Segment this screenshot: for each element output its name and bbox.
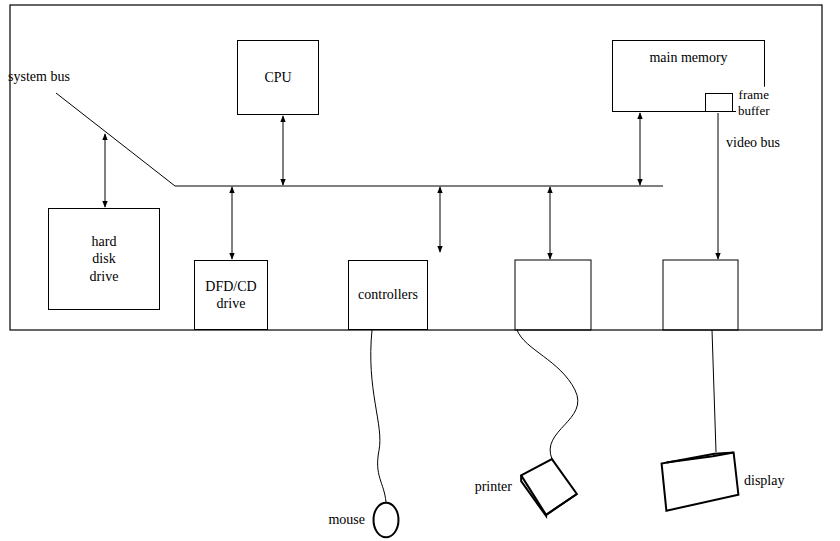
- controller-box: [663, 260, 738, 330]
- cpu-box: CPU: [237, 40, 319, 115]
- controller-box: [515, 260, 591, 330]
- ellipse-outline: [373, 502, 399, 538]
- node-text: printer: [475, 478, 512, 496]
- bus-arrow: [283, 116, 284, 185]
- display-device: display: [660, 450, 740, 512]
- monitor-outline: [660, 450, 740, 512]
- printer-cable: [517, 330, 578, 459]
- node-text: main memory: [649, 49, 727, 67]
- bus-arrow: [550, 187, 551, 259]
- controller-box: controllers: [348, 260, 428, 330]
- mouse-device: mouse: [373, 502, 399, 538]
- bus-arrow: [440, 187, 441, 252]
- computer-case: [10, 5, 822, 330]
- node-text: hard disk drive: [79, 233, 129, 286]
- bus-arrow: [232, 187, 233, 259]
- memory-box: main memory frame buffer: [612, 40, 765, 112]
- cube-outline: [520, 458, 578, 516]
- bus-arrow: [640, 113, 641, 185]
- node-text: DFD/CD drive: [200, 278, 262, 313]
- bus-label: system bus: [8, 68, 70, 86]
- video-bus-line: [718, 113, 719, 259]
- node-text: controllers: [358, 286, 418, 304]
- bus-arrow: [105, 134, 106, 207]
- node-text: mouse: [328, 511, 365, 529]
- bus-label: video bus: [726, 134, 780, 152]
- printer-device: printer: [520, 458, 578, 516]
- node-text: display: [744, 472, 784, 490]
- system-bus: [56, 93, 663, 186]
- node-text: CPU: [264, 69, 291, 87]
- optical-drive-box: DFD/CD drive: [194, 260, 268, 330]
- device-cable: [371, 330, 386, 502]
- frame-buffer-box: frame buffer: [705, 93, 733, 112]
- node-text: frame buffer: [736, 86, 772, 119]
- disk-drive-box: hard disk drive: [48, 208, 160, 310]
- display-cable: [712, 330, 716, 452]
